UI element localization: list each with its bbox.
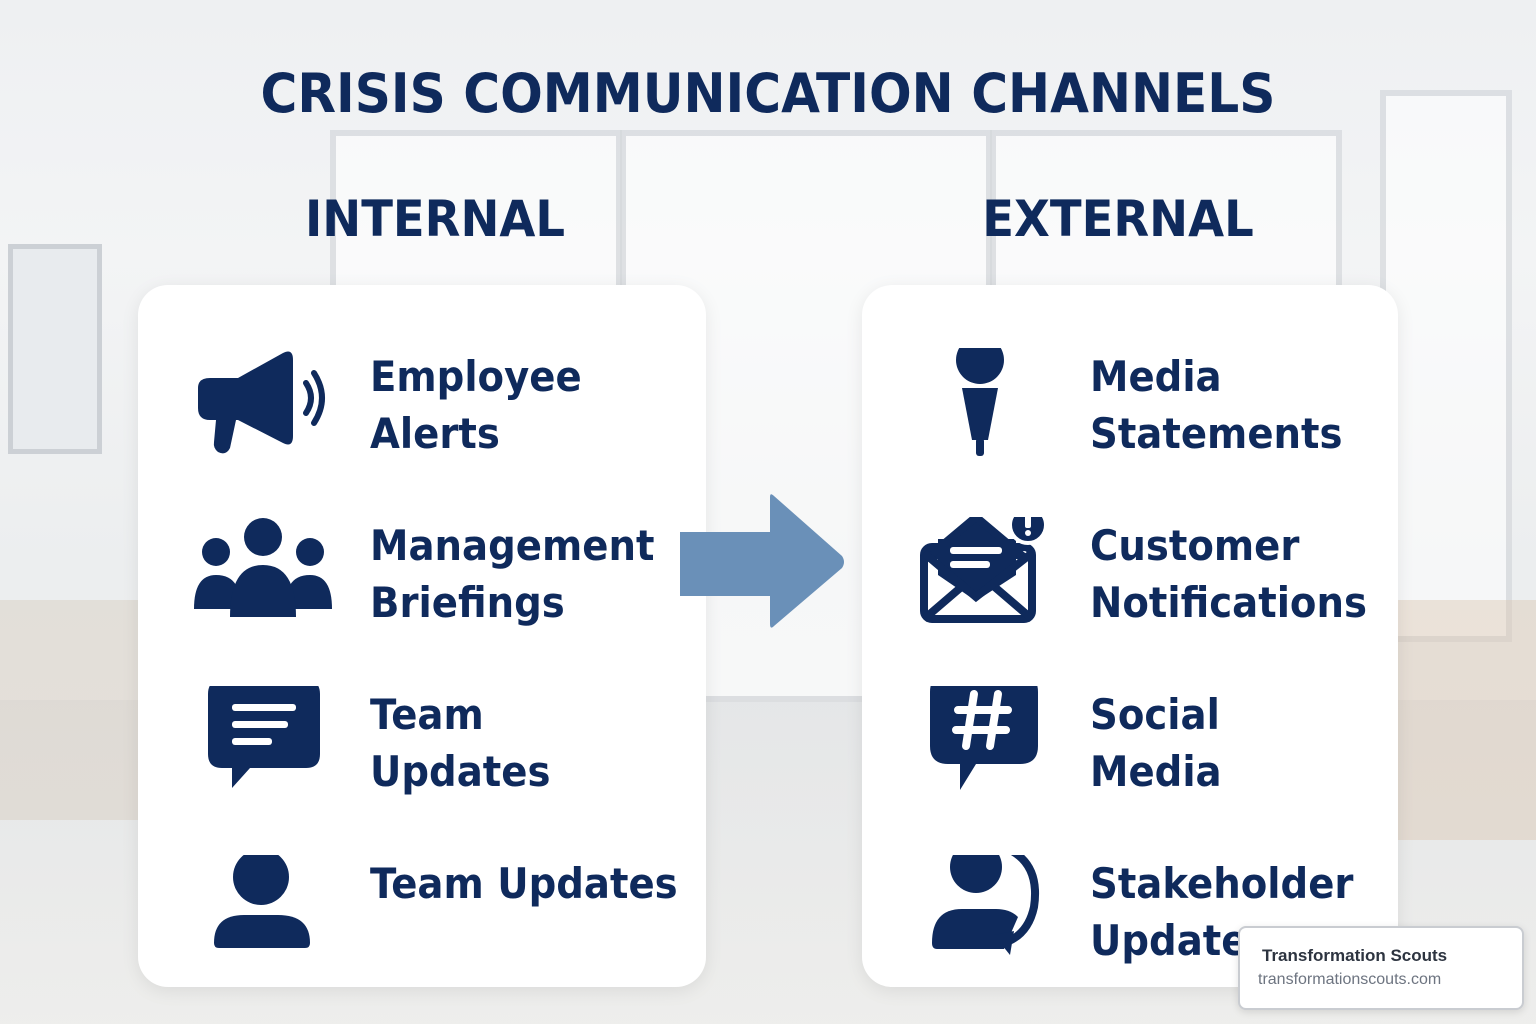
badge-url: transformationscouts.com: [1258, 971, 1442, 988]
right-arrow-icon: [676, 492, 848, 632]
internal-item-label: Management Briefings: [370, 521, 655, 627]
person-refresh-icon: [910, 841, 1060, 985]
internal-item-employee-alerts: Employee Alerts: [138, 348, 706, 488]
chat-bubble-icon: [188, 680, 338, 816]
external-item-media-statements: Media Statements: [862, 336, 1398, 488]
external-item-customer-notifications: Customer Notifications: [862, 505, 1398, 657]
megaphone-icon: [188, 348, 338, 478]
internal-heading: INTERNAL: [304, 190, 566, 248]
source-badge: Transformation Scouts transformationscou…: [1238, 926, 1524, 1010]
page-title: CRISIS COMMUNICATION CHANNELS: [260, 62, 1276, 125]
person-icon: [188, 849, 338, 985]
internal-item-label: Team Updates: [370, 859, 678, 908]
internal-item-label: Employee Alerts: [370, 352, 582, 458]
mail-alert-icon: [910, 505, 1060, 647]
external-item-social-media: Social Media: [862, 674, 1398, 826]
internal-item-team-updates-2: Team Updates: [138, 849, 706, 995]
external-item-label: Customer Notifications: [1090, 521, 1367, 627]
external-item-label: Social Media: [1090, 690, 1222, 796]
badge-brand-name: Transformation Scouts: [1262, 946, 1448, 965]
external-heading: EXTERNAL: [982, 190, 1254, 248]
hashtag-chat-icon: [910, 674, 1060, 816]
internal-card: Employee Alerts Management Briefings: [138, 285, 706, 987]
external-card: Media Statements Customer Notifications: [862, 285, 1398, 987]
microphone-icon: [910, 336, 1060, 478]
external-item-label: Media Statements: [1090, 352, 1343, 458]
internal-item-management-briefings: Management Briefings: [138, 517, 706, 657]
internal-item-label: Team Updates: [370, 690, 551, 796]
group-icon: [188, 517, 338, 647]
internal-item-team-updates: Team Updates: [138, 680, 706, 826]
